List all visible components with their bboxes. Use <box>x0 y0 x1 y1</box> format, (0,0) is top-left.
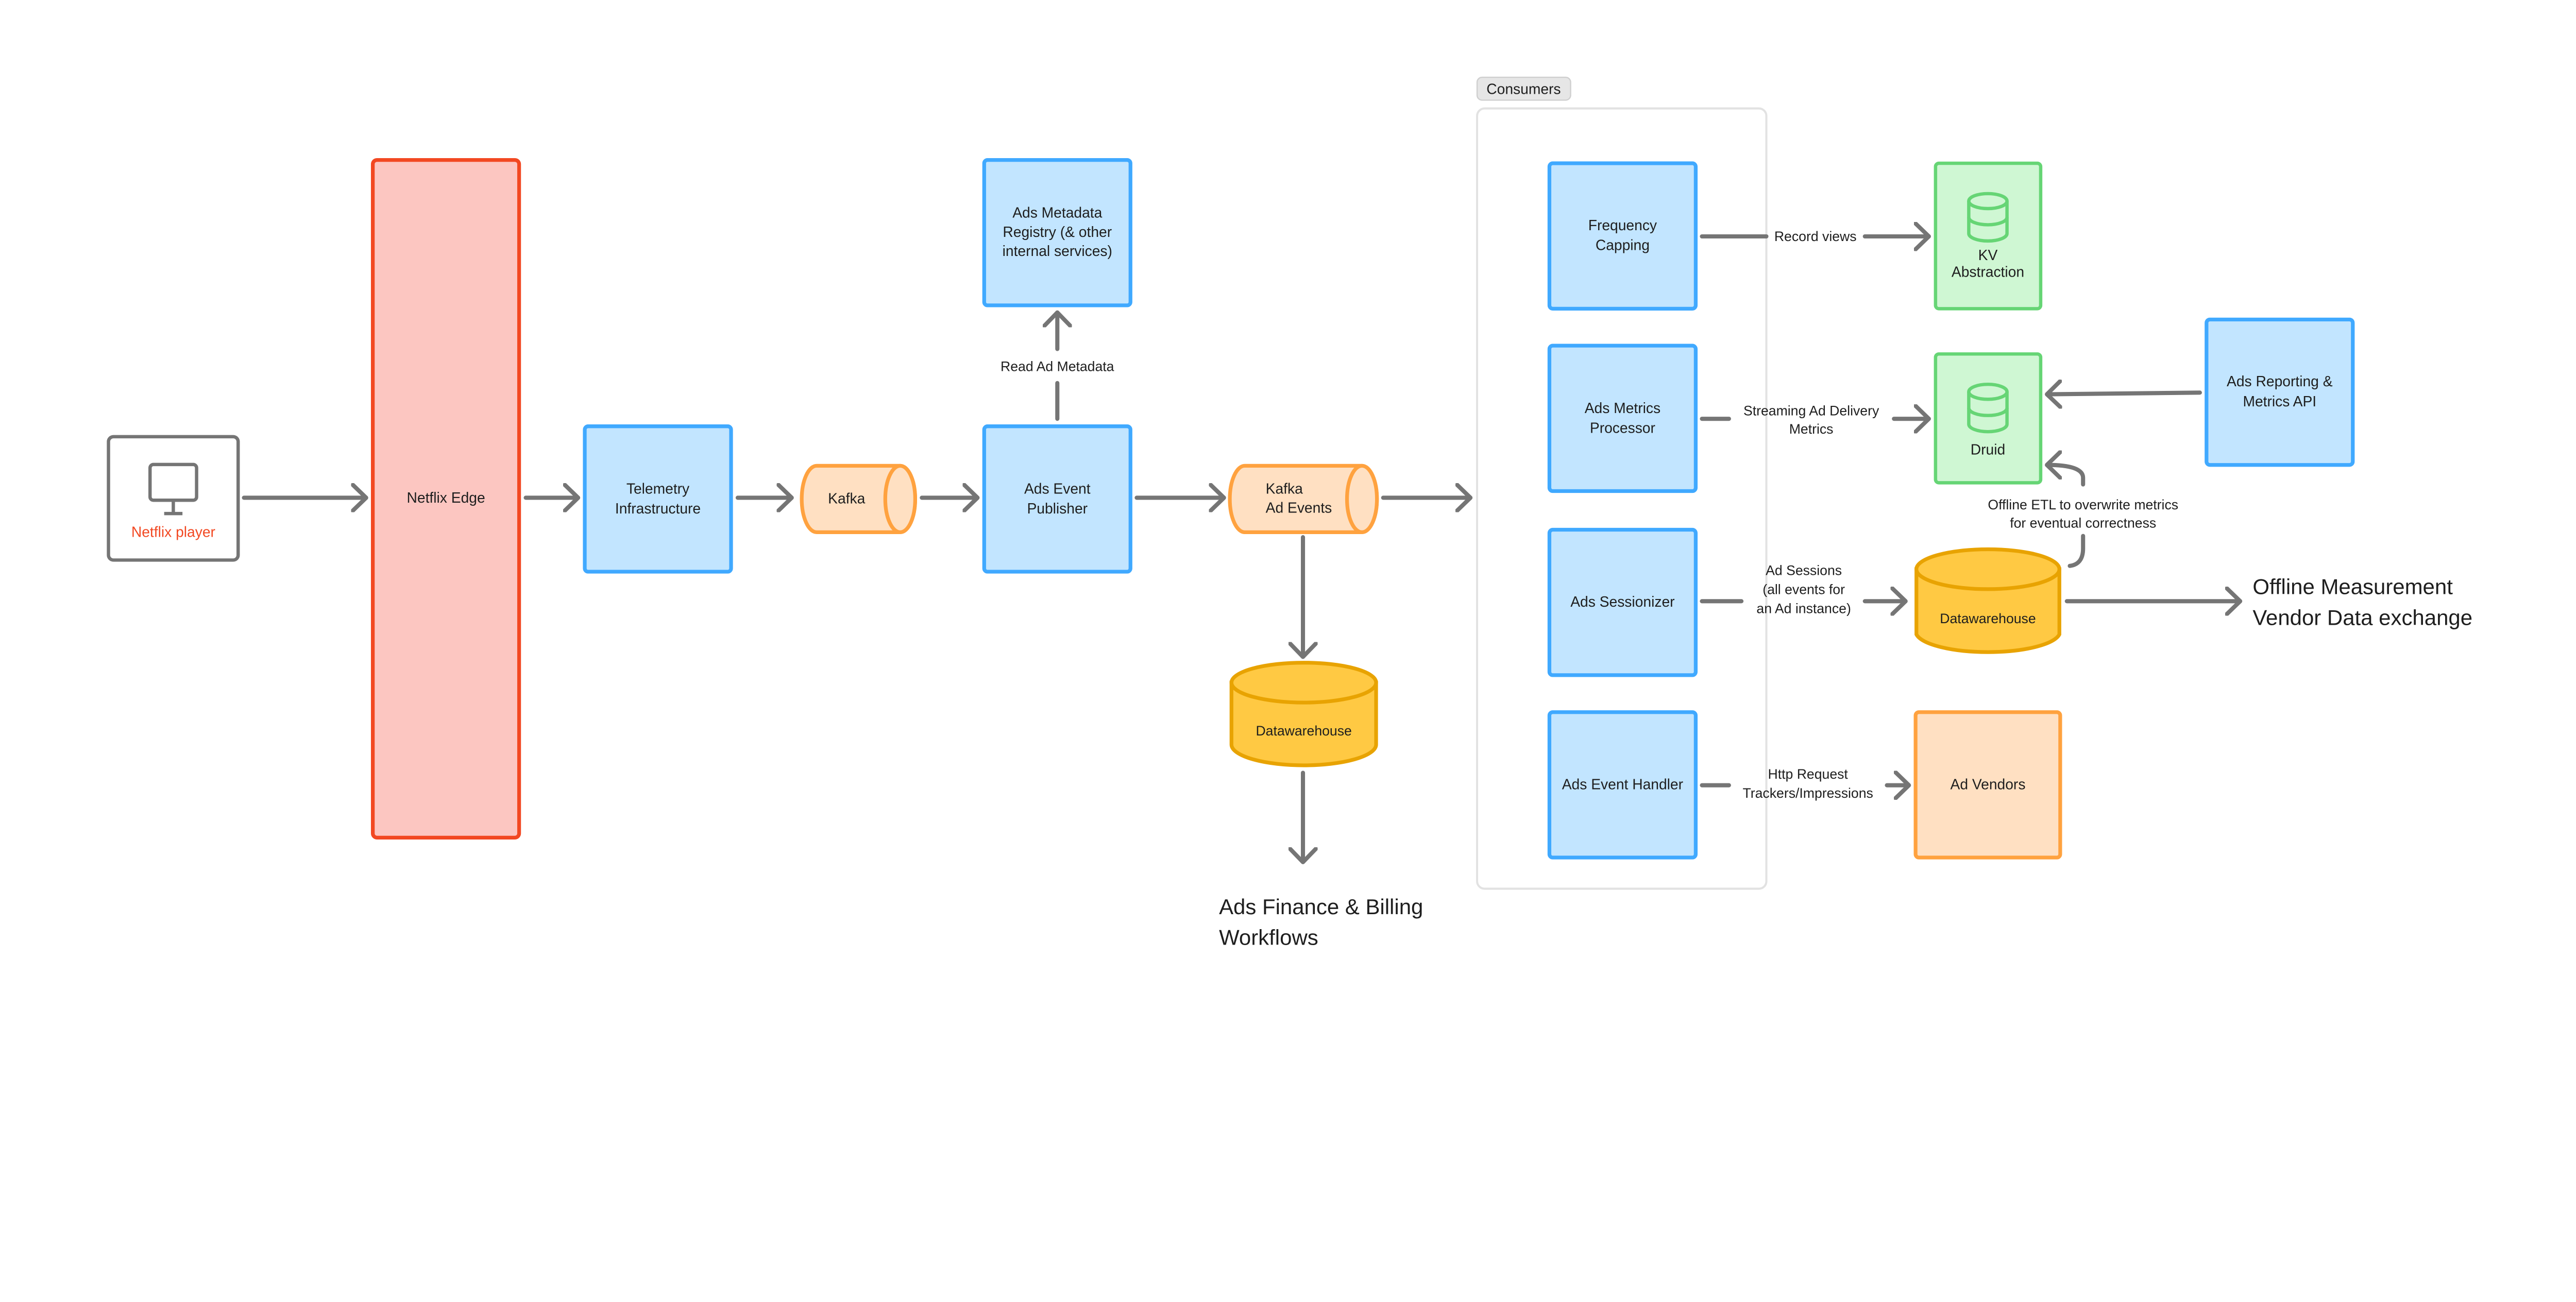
ads-sessionizer-node[interactable]: Ads Sessionizer <box>1547 527 1698 677</box>
metrics-processor-label-1: Ads Metrics <box>1585 400 1660 416</box>
offline-etl-label-1: Offline ETL to overwrite metrics <box>1988 497 2178 512</box>
netflix-edge-node[interactable]: Netflix Edge <box>370 158 521 840</box>
event-handler-label: Ads Event Handler <box>1562 776 1683 793</box>
database-icon <box>1967 382 2009 434</box>
ad-sessions-label-1: Ad Sessions <box>1766 562 1842 578</box>
ads-event-handler-node[interactable]: Ads Event Handler <box>1547 710 1698 860</box>
registry-label-2: Registry (& other <box>1003 224 1112 240</box>
record-views-label: Record views <box>1774 229 1857 244</box>
consumers-label: Consumers <box>1486 80 1561 97</box>
netflix-edge-label: Netflix Edge <box>407 489 485 506</box>
datawarehouse-node-2[interactable]: Datawarehouse <box>1914 547 2061 654</box>
druid-node[interactable]: Druid <box>1934 352 2043 485</box>
datawarehouse-2-label: Datawarehouse <box>1940 611 2036 626</box>
offline-etl-label-2: for eventual correctness <box>2010 516 2156 531</box>
arrow-offline-etl-to-druid <box>2045 465 2086 487</box>
kv-label-2: Abstraction <box>1952 263 2024 280</box>
freq-label-2: Capping <box>1596 237 1650 253</box>
ad-sessions-label-3: an Ad instance) <box>1756 601 1851 616</box>
metrics-processor-label-2: Processor <box>1590 420 1655 436</box>
streaming-label-2: Metrics <box>1789 421 1834 437</box>
ad-vendors-node[interactable]: Ad Vendors <box>1913 710 2062 860</box>
arrow-reporting-to-druid <box>2045 392 2202 394</box>
http-request-label-1: Http Request <box>1768 766 1849 782</box>
kafka-ad-events-node[interactable]: Kafka Ad Events <box>1228 464 1379 535</box>
datawarehouse-1-label: Datawarehouse <box>1256 723 1351 739</box>
offline-line-2: Vendor Data exchange <box>2252 605 2472 629</box>
kv-label-1: KV <box>1978 247 1998 263</box>
kafka-label: Kafka <box>828 490 865 507</box>
finance-line-2: Workflows <box>1219 925 1318 949</box>
ads-reporting-api-node[interactable]: Ads Reporting & Metrics API <box>2205 317 2355 467</box>
druid-label: Druid <box>1971 441 2005 458</box>
arrow-offline-etl-tail <box>2067 534 2086 568</box>
telemetry-label-2: Infrastructure <box>615 500 701 517</box>
read-metadata-label: Read Ad Metadata <box>1001 358 1114 374</box>
publisher-label-1: Ads Event <box>1024 480 1091 496</box>
datawarehouse-node-1[interactable]: Datawarehouse <box>1229 661 1378 767</box>
registry-label-1: Ads Metadata <box>1012 204 1102 221</box>
publisher-label-2: Publisher <box>1027 500 1088 517</box>
monitor-icon <box>148 462 198 516</box>
kafka-node[interactable]: Kafka <box>800 464 918 535</box>
consumers-tag <box>1476 76 1571 101</box>
netflix-player-node[interactable]: Netflix player <box>107 435 240 562</box>
ad-vendors-label: Ad Vendors <box>1951 776 2026 793</box>
arrows <box>242 236 2243 864</box>
ad-sessions-label-2: (all events for <box>1762 582 1845 597</box>
telemetry-label-1: Telemetry <box>626 480 690 496</box>
kafka-ad-events-label-1: Kafka <box>1266 480 1303 496</box>
kafka-ad-events-label-2: Ad Events <box>1266 499 1332 516</box>
streaming-label-1: Streaming Ad Delivery <box>1743 403 1879 419</box>
database-icon <box>1967 192 2009 243</box>
consumers-group: Consumers <box>1476 76 1768 890</box>
netflix-player-label: Netflix player <box>131 523 215 540</box>
http-request-label-2: Trackers/Impressions <box>1743 785 1873 801</box>
offline-line-1: Offline Measurement <box>2252 575 2453 599</box>
reporting-label-2: Metrics API <box>2243 393 2316 409</box>
svg-text:Offline ETL to overwrite metri: Offline ETL to overwrite metrics for even… <box>1988 497 2178 530</box>
reporting-label-1: Ads Reporting & <box>2227 373 2333 389</box>
freq-label-1: Frequency <box>1588 217 1657 233</box>
registry-label-3: internal services) <box>1003 243 1112 259</box>
finance-line-1: Ads Finance & Billing <box>1219 895 1423 919</box>
sessionizer-label: Ads Sessionizer <box>1570 593 1674 610</box>
